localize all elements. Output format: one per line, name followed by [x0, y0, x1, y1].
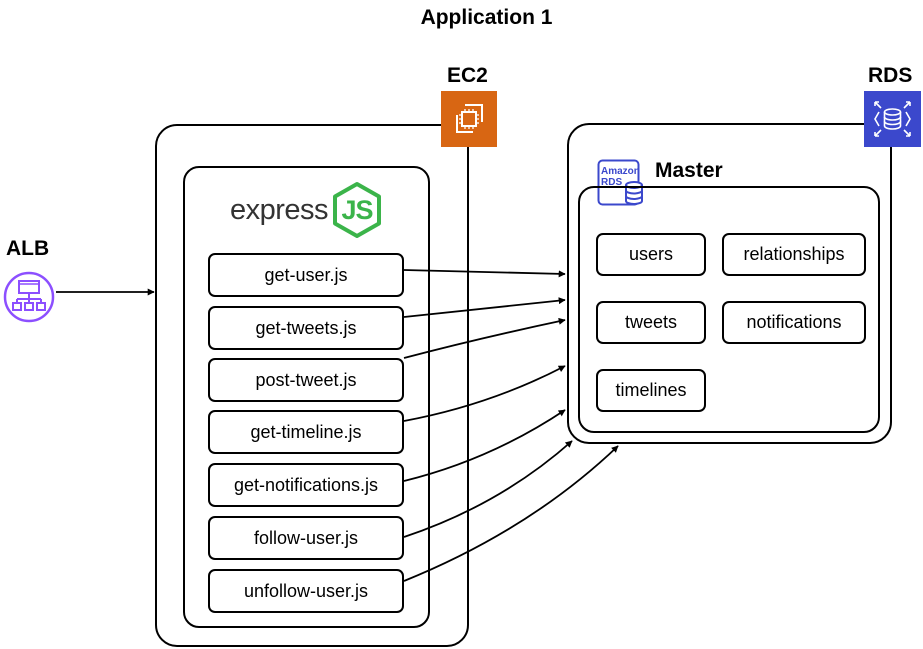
table-label: relationships: [743, 244, 845, 264]
function-label: unfollow-user.js: [243, 580, 369, 601]
ec2-instance-icon: [441, 91, 497, 147]
diagram-title: Application 1: [420, 6, 553, 29]
amazon-rds-badge-line1: Amazon: [601, 166, 640, 177]
function-label: get-user.js: [264, 264, 348, 285]
function-box-post-tweet[interactable]: post-tweet.js: [208, 358, 404, 402]
function-label: follow-user.js: [253, 527, 359, 548]
function-box-get-tweets[interactable]: get-tweets.js: [208, 306, 404, 350]
ec2-label: EC2: [447, 64, 488, 87]
function-label: get-notifications.js: [233, 474, 379, 495]
function-label: get-timeline.js: [250, 421, 362, 442]
rds-icon: [864, 91, 921, 147]
table-box-tweets[interactable]: tweets: [596, 301, 706, 344]
table-box-notifications[interactable]: notifications: [722, 301, 866, 344]
function-label: get-tweets.js: [255, 317, 357, 338]
table-label: tweets: [624, 312, 678, 332]
function-box-unfollow-user[interactable]: unfollow-user.js: [208, 569, 404, 613]
table-box-timelines[interactable]: timelines: [596, 369, 706, 412]
alb-label: ALB: [6, 237, 50, 260]
table-box-users[interactable]: users: [596, 233, 706, 276]
function-box-get-notifications[interactable]: get-notifications.js: [208, 463, 404, 507]
amazon-rds-badge-line2: RDS: [601, 177, 622, 188]
rds-label: RDS: [868, 64, 913, 87]
function-box-get-user[interactable]: get-user.js: [208, 253, 404, 297]
master-label: Master: [655, 159, 723, 182]
table-label: notifications: [746, 312, 842, 332]
rds-container: [567, 123, 892, 444]
load-balancer-icon: [2, 270, 56, 324]
table-label: timelines: [615, 380, 687, 400]
table-box-relationships[interactable]: relationships: [722, 233, 866, 276]
nodejs-hexagon-icon: JS: [331, 181, 383, 239]
function-label: post-tweet.js: [255, 369, 357, 390]
master-db-container: [578, 186, 880, 433]
js-badge-text: JS: [341, 194, 374, 225]
function-box-follow-user[interactable]: follow-user.js: [208, 516, 404, 560]
table-label: users: [628, 244, 673, 264]
function-box-get-timeline[interactable]: get-timeline.js: [208, 410, 404, 454]
express-logo-text: express: [230, 193, 329, 226]
express-logo: express JS: [230, 180, 383, 240]
